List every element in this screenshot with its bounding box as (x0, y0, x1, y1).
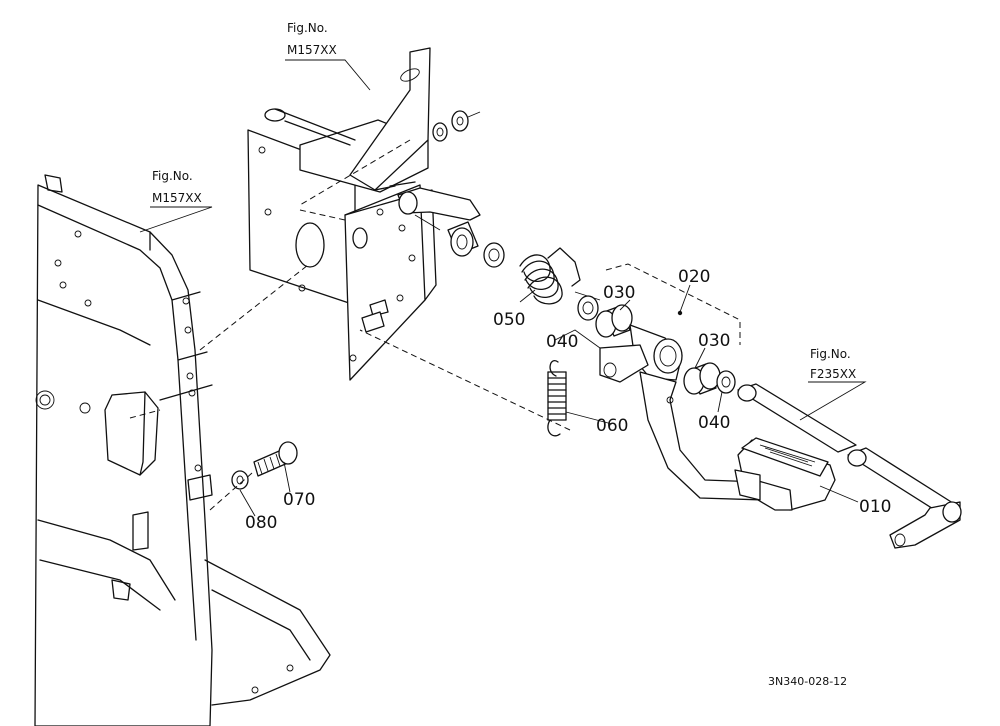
part-label-080: 080 (245, 513, 277, 533)
figure-ref-right: Fig.No. F235XX (810, 347, 856, 381)
part-label-030-upper: 030 (603, 283, 635, 303)
part-label-060: 060 (596, 416, 628, 436)
return-spring (519, 247, 581, 305)
part-label-030-lower: 030 (698, 331, 730, 351)
fig-ref-top-line2: M157XX (287, 43, 337, 57)
collar-and-bush-lower (683, 362, 736, 395)
part-label-040-upper: 040 (546, 332, 578, 352)
part-label-040-lower: 040 (698, 413, 730, 433)
bushing-group (447, 221, 505, 268)
pedal-bracket (247, 47, 481, 381)
fig-ref-right-line1: Fig.No. (810, 347, 851, 361)
nut-and-washer (432, 110, 481, 142)
bolt (253, 441, 298, 477)
figure-ref-top: Fig.No. M157XX (287, 21, 337, 57)
tension-spring (547, 360, 567, 437)
washer (231, 470, 249, 490)
leader-lines (129, 59, 867, 517)
collar-and-bush-upper (577, 295, 633, 338)
part-label-020: 020 (678, 267, 710, 287)
pedal-shaft (737, 383, 962, 549)
frame-panel (34, 174, 331, 726)
fig-ref-top-line1: Fig.No. (287, 21, 328, 35)
fig-ref-left-line2: M157XX (152, 191, 202, 205)
pivot-axis-line (414, 214, 601, 301)
pedal-pad (734, 437, 836, 511)
fig-ref-left-line1: Fig.No. (152, 169, 193, 183)
figure-ref-left: Fig.No. M157XX (152, 169, 202, 205)
part-label-070: 070 (283, 490, 315, 510)
pedal-arm (599, 310, 766, 501)
part-label-010: 010 (859, 497, 891, 517)
part-label-050: 050 (493, 310, 525, 330)
fig-ref-right-line2: F235XX (810, 367, 856, 381)
drawing-code: 3N340-028-12 (768, 675, 847, 688)
